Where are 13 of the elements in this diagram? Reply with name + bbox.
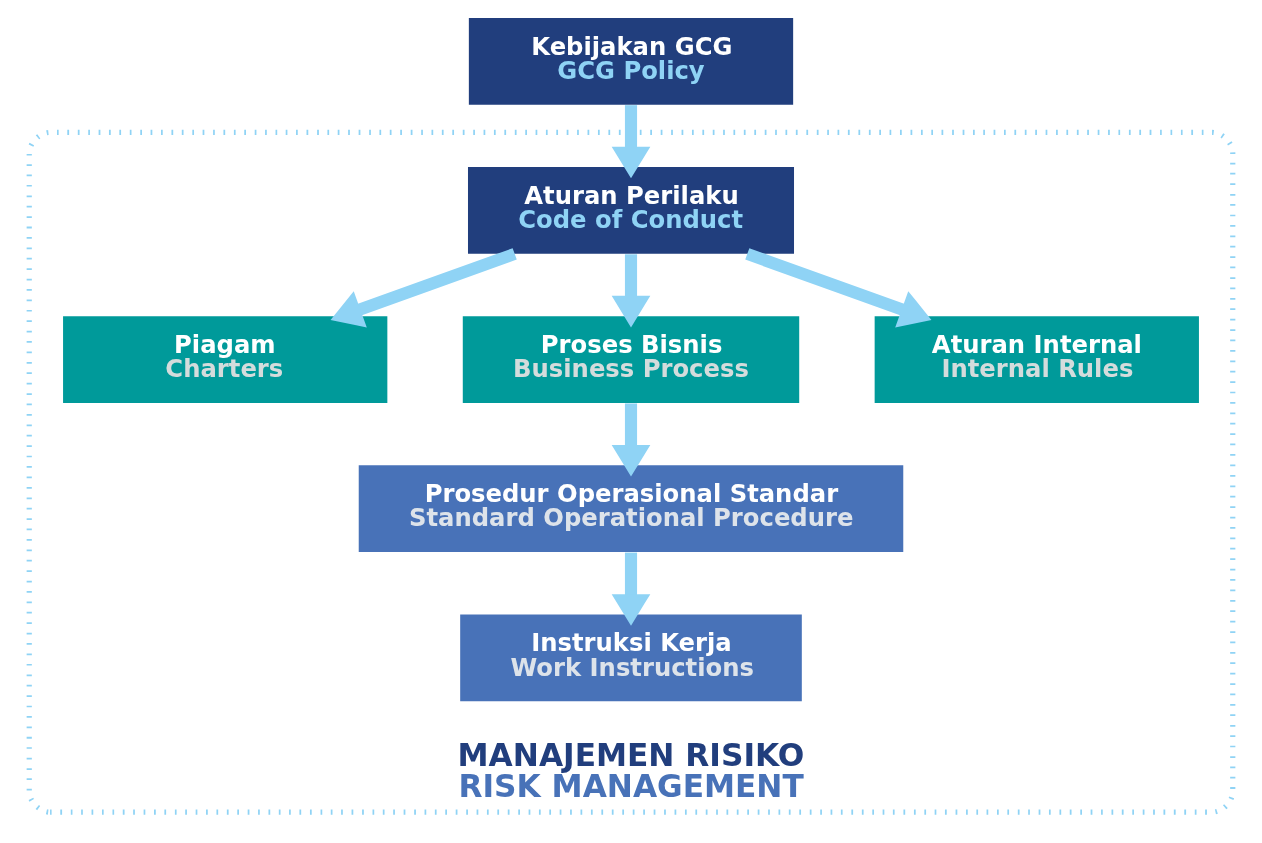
node-box: Aturan Perilaku Code of Conduct xyxy=(468,166,794,254)
arrow xyxy=(611,402,651,477)
node-box: Aturan Internal Internal Rules xyxy=(874,315,1199,403)
node-box: Kebijakan GCG GCG Policy xyxy=(468,17,794,105)
node-box: Proses Bisnis Business Process xyxy=(462,315,800,403)
arrow xyxy=(611,253,651,327)
node-box: Piagam Charters xyxy=(63,315,388,403)
node-box: Instruksi Kerja Work Instructions xyxy=(460,614,802,701)
arrow xyxy=(330,247,517,328)
arrow xyxy=(611,104,651,178)
arrow xyxy=(745,247,932,328)
node-box: Prosedur Operasional Standar Standard Operational Procedure xyxy=(358,464,904,552)
arrow xyxy=(611,552,651,626)
